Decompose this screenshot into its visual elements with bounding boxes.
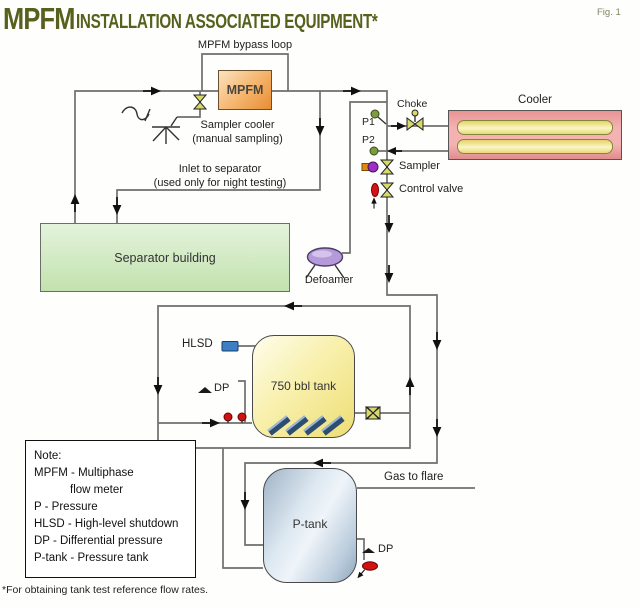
main-flow-line bbox=[74, 90, 438, 546]
arrow-down-icon bbox=[240, 492, 250, 510]
dp750-tap-line bbox=[238, 380, 246, 423]
cooler-unit bbox=[448, 110, 622, 160]
p1-sensor-icon bbox=[370, 109, 380, 119]
note-line: flow meter bbox=[70, 484, 124, 496]
bypass-loop-line bbox=[201, 53, 289, 91]
choke-valve-icon bbox=[406, 109, 424, 131]
page-title: INSTALLATION ASSOCIATED EQUIPMENT* bbox=[76, 11, 378, 33]
arrow-right-icon bbox=[143, 86, 161, 96]
tank750-outlet-valve-icon bbox=[365, 405, 381, 421]
arrow-up-icon bbox=[70, 194, 80, 212]
sampler-label: Sampler bbox=[399, 160, 440, 172]
p1-label: P1 bbox=[362, 116, 375, 128]
gas-to-flare-label: Gas to flare bbox=[384, 471, 444, 483]
arrow-up-icon bbox=[405, 377, 415, 395]
note-line: DP - Differential pressure bbox=[34, 535, 163, 547]
sampler-cooler-sketch-icon bbox=[121, 106, 180, 144]
mpfm-meter-box: MPFM bbox=[218, 70, 272, 110]
arrow-right-icon bbox=[343, 86, 361, 96]
arrow-down-icon bbox=[384, 215, 394, 233]
p1-stem bbox=[377, 116, 387, 125]
arrow-left-icon bbox=[387, 147, 402, 155]
arrow-right-icon bbox=[391, 122, 406, 130]
tank-750bbl: 750 bbl tank bbox=[252, 335, 355, 438]
arrow-left-icon bbox=[284, 301, 302, 311]
sampler-valve-icon bbox=[379, 159, 395, 175]
bypass-sampling-valve-icon bbox=[192, 94, 208, 110]
hlsd-label: HLSD bbox=[182, 338, 213, 350]
figure-number: Fig. 1 bbox=[597, 7, 621, 18]
arrow-down-icon bbox=[153, 377, 163, 395]
mpfm-box-label: MPFM bbox=[226, 83, 264, 97]
note-line: P-tank - Pressure tank bbox=[34, 552, 149, 564]
defoamer-line bbox=[342, 101, 387, 254]
arrow-down-icon bbox=[315, 118, 325, 136]
hlsd-switch-icon bbox=[221, 341, 239, 352]
drop-to-ptank-line bbox=[222, 448, 263, 569]
defoamer-vessel-icon bbox=[305, 247, 345, 279]
tank-750bbl-label: 750 bbl tank bbox=[270, 379, 337, 393]
actuator-arrow-icon bbox=[371, 197, 377, 209]
ptank-dp-stub bbox=[357, 538, 365, 560]
legend-note-box: Note: MPFM - Multiphase flow meter P - P… bbox=[25, 440, 196, 578]
p2-label: P2 bbox=[362, 134, 375, 146]
dp750-marker-icon bbox=[198, 387, 212, 393]
instruments bbox=[198, 109, 387, 579]
drain-valve-icon bbox=[223, 412, 233, 422]
inlet-line1: Inlet to separator bbox=[178, 163, 262, 175]
dp-ptank-marker-icon bbox=[362, 548, 375, 553]
arrow-right-icon bbox=[202, 418, 220, 428]
dp-ptank-label: DP bbox=[378, 543, 394, 555]
cooler-coil-icon bbox=[457, 120, 613, 135]
valves bbox=[192, 94, 424, 421]
drain-valve-stems bbox=[227, 420, 243, 423]
arrow-down-icon bbox=[432, 332, 442, 350]
pressure-tank: P-tank bbox=[263, 468, 357, 583]
cooler-coil-icon bbox=[457, 139, 613, 154]
sampler-cooler-line2: (manual sampling) bbox=[192, 133, 283, 145]
arrow-down-icon bbox=[432, 419, 442, 437]
dp-750-label: DP bbox=[214, 382, 230, 394]
arrow-down-icon bbox=[112, 197, 122, 215]
sampler-sensor-icon bbox=[367, 161, 379, 173]
page-title-acronym: MPFM bbox=[3, 1, 75, 36]
control-valve-actuator-icon bbox=[371, 183, 379, 197]
ptank-drain-valve-icon bbox=[362, 561, 378, 571]
pressure-tank-label: P-tank bbox=[292, 517, 328, 531]
ptank-drain-arrow-icon bbox=[357, 569, 365, 579]
note-line: P - Pressure bbox=[34, 501, 98, 513]
separator-building-box: Separator building bbox=[40, 223, 290, 292]
inlet-to-separator-line bbox=[116, 91, 321, 223]
inlet-line2: (used only for night testing) bbox=[153, 177, 287, 189]
bypass-loop-label: MPFM bypass loop bbox=[197, 39, 293, 51]
flow-arrows bbox=[70, 86, 442, 510]
defoamer-label: Defoamer bbox=[304, 274, 354, 286]
control-valve-icon bbox=[379, 182, 395, 198]
control-valve-label: Control valve bbox=[399, 183, 464, 195]
sampler-cooler-label: Sampler cooler (manual sampling) bbox=[180, 118, 295, 146]
note-line: HLSD - High-level shutdown bbox=[34, 518, 179, 530]
p2-sensor-icon bbox=[369, 146, 379, 156]
footnote: *For obtaining tank test reference flow … bbox=[2, 584, 209, 596]
note-line: MPFM - Multiphase bbox=[34, 467, 134, 479]
choke-label: Choke bbox=[397, 98, 428, 110]
drain-valve-icon bbox=[237, 412, 247, 422]
cooler-label: Cooler bbox=[518, 94, 552, 106]
tank750-loop-line bbox=[157, 305, 411, 449]
arrow-left-icon bbox=[313, 458, 331, 468]
note-line: Note: bbox=[34, 450, 62, 462]
separator-building-label: Separator building bbox=[114, 250, 216, 265]
arrow-down-icon bbox=[384, 265, 394, 283]
sampler-cooler-line1: Sampler cooler bbox=[200, 119, 275, 131]
inlet-separator-label: Inlet to separator (used only for night … bbox=[128, 162, 312, 190]
